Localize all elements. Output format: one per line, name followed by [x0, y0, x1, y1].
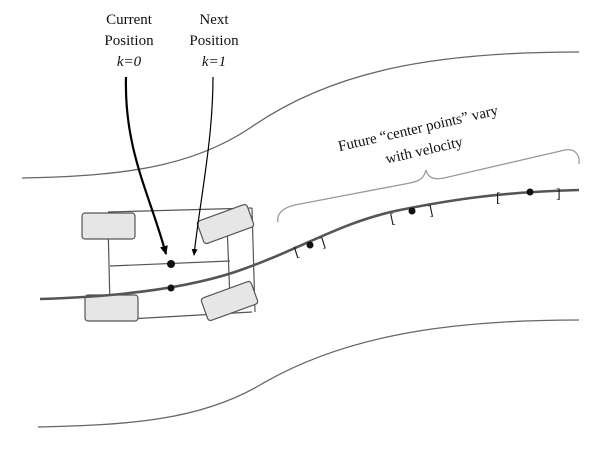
current-position-label-k: k=0: [117, 54, 142, 70]
current-position-arrow: [124, 76, 168, 255]
wheel-rear-left: [84, 294, 139, 322]
bracket-close-2: ]: [427, 204, 435, 220]
bracket-open-2: [: [389, 212, 397, 228]
current-position-label-line1: Current: [106, 12, 153, 28]
next-position-label-line2: Position: [189, 33, 239, 49]
future-center-point-1: [306, 241, 314, 249]
vehicle: [81, 203, 259, 322]
vehicle-frame-top: [107, 207, 253, 213]
current-position-label: Current Position k=0: [104, 12, 154, 70]
wheel-front-left: [81, 212, 136, 240]
bracket-close-1: ]: [318, 236, 327, 252]
future-points-note: Future “center points” vary with velocit…: [337, 103, 501, 168]
reference-path: [39, 188, 580, 301]
current-position-point: [167, 260, 175, 268]
bracket-close-3: ]: [556, 187, 561, 202]
road-top-edge: [21, 51, 580, 179]
next-position-label-line1: Next: [199, 12, 229, 28]
rear-axle-point: [167, 284, 175, 292]
bracket-open-1: [: [292, 245, 301, 261]
current-position-label-line2: Position: [104, 33, 154, 49]
future-center-point-3: [526, 188, 534, 196]
future-points-brace: [277, 149, 580, 223]
next-position-arrow: [191, 76, 214, 256]
wheel-rear-right: [200, 280, 259, 322]
next-position-label-k: k=1: [202, 54, 226, 70]
wheel-front-right: [196, 203, 255, 245]
bracket-open-3: [: [496, 191, 501, 206]
next-position-label: Next Position k=1: [189, 12, 239, 70]
road-bottom-edge: [37, 319, 580, 428]
future-center-point-2: [408, 207, 416, 215]
